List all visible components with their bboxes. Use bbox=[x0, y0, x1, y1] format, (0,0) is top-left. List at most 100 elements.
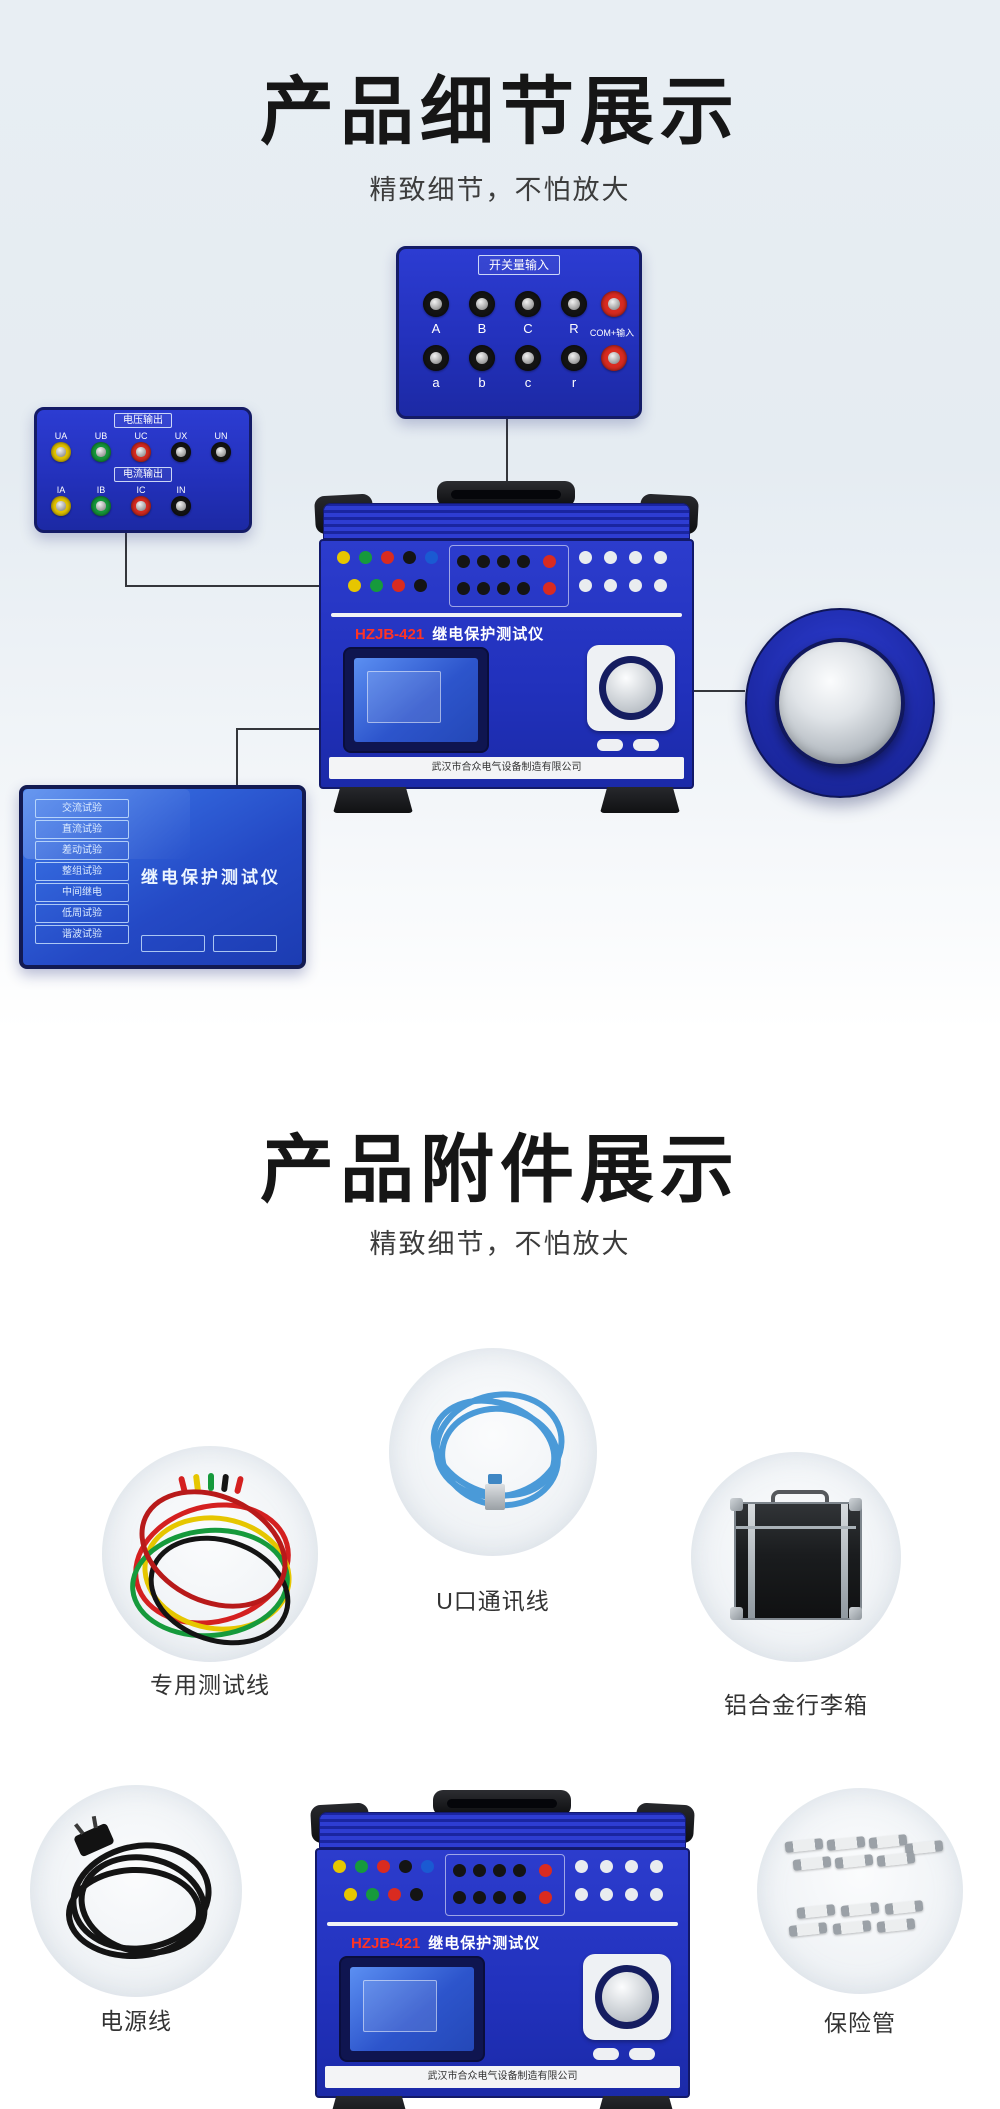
jack-IN bbox=[171, 496, 191, 516]
device-company-strip: 武汉市合众电气设备制造有限公司 bbox=[329, 757, 684, 779]
aux-jacks-row1 bbox=[579, 551, 592, 564]
device-knob-panel bbox=[583, 1954, 671, 2040]
device-lid bbox=[319, 1812, 686, 1848]
output-detail-panel: 电压输出 UA UB UC UX UN 电流输出 IA IB IC IN bbox=[34, 407, 252, 533]
jack-IA bbox=[51, 496, 71, 516]
terminal-label-UX: UX bbox=[174, 431, 188, 441]
connector-line-lcd-horizontal bbox=[236, 728, 346, 730]
terminal-label-UB: UB bbox=[94, 431, 108, 441]
panel-divider bbox=[331, 613, 682, 617]
fuse bbox=[876, 1852, 916, 1867]
accessory-aluminum-case bbox=[691, 1452, 901, 1662]
fuse bbox=[792, 1856, 832, 1871]
jack-R bbox=[561, 291, 587, 317]
jack-label-R: R bbox=[569, 321, 579, 336]
accessory-fuses bbox=[757, 1788, 963, 1994]
accessory-usb-cable bbox=[389, 1348, 597, 1556]
device-handle bbox=[437, 481, 575, 507]
tester-device-bottom: HZJB-421 继电保护测试仪 武汉市合众电气设备制造有限公司 bbox=[310, 1790, 695, 2109]
device-model: HZJB-421 bbox=[355, 626, 425, 643]
device-front-panel: HZJB-421 继电保护测试仪 武汉市合众电气设备制造有限公司 bbox=[315, 1848, 690, 2098]
fuse bbox=[784, 1838, 824, 1853]
usb-plug bbox=[485, 1474, 505, 1510]
jack-UX bbox=[171, 442, 191, 462]
terminal-label-UN: UN bbox=[214, 431, 228, 441]
terminal-label-UA: UA bbox=[54, 431, 68, 441]
device-company-strip: 武汉市合众电气设备制造有限公司 bbox=[325, 2066, 680, 2088]
jack-UA bbox=[51, 442, 71, 462]
lcd-footer-box bbox=[141, 935, 205, 952]
fuse bbox=[796, 1904, 836, 1919]
jack-com-bottom bbox=[601, 345, 627, 371]
accessory-label-usb-cable: U口通讯线 bbox=[436, 1588, 550, 1614]
jack-label-r: r bbox=[571, 375, 577, 390]
device-foot-right bbox=[600, 787, 680, 813]
jack-label-b: b bbox=[478, 375, 486, 390]
panel-divider bbox=[327, 1922, 678, 1926]
device-foot-right bbox=[596, 2096, 676, 2109]
jack-IC bbox=[131, 496, 151, 516]
com-input-label: COM+输入 bbox=[589, 328, 635, 338]
device-lcd bbox=[339, 1956, 485, 2062]
terminal-label-IN: IN bbox=[176, 485, 186, 495]
lcd-menu-item: 谐波试验 bbox=[35, 925, 129, 944]
jack-label-c: c bbox=[524, 375, 532, 390]
jack-a bbox=[423, 345, 449, 371]
lcd-title: 继电保护测试仪 bbox=[141, 868, 281, 887]
case-body bbox=[734, 1502, 862, 1620]
jack-A bbox=[423, 291, 449, 317]
jack-UB bbox=[91, 442, 111, 462]
switch-input-jack-group bbox=[449, 545, 569, 607]
accessory-label-test-leads: 专用测试线 bbox=[150, 1672, 270, 1698]
jack-label-A: A bbox=[431, 321, 441, 336]
device-model: HZJB-421 bbox=[351, 1935, 421, 1952]
device-button-left bbox=[597, 739, 623, 751]
voltage-output-label: 电压输出 bbox=[114, 413, 172, 428]
device-knob bbox=[595, 1965, 659, 2029]
connector-line-left-vertical bbox=[125, 531, 127, 587]
device-handle bbox=[433, 1790, 571, 1816]
fuse bbox=[832, 1920, 872, 1935]
aux-jacks-row2 bbox=[575, 1888, 588, 1901]
jack-label-a: a bbox=[432, 375, 440, 390]
accessory-label-power-cord: 电源线 bbox=[100, 2008, 172, 2034]
aux-jacks-row1 bbox=[575, 1860, 588, 1873]
device-company: 武汉市合众电气设备制造有限公司 bbox=[431, 762, 582, 773]
accessories-section-title: 产品附件展示 bbox=[260, 1128, 740, 1211]
lcd-menu-item: 差动试验 bbox=[35, 841, 129, 860]
jack-label-B: B bbox=[477, 321, 487, 336]
current-output-label: 电流输出 bbox=[114, 467, 172, 482]
device-foot-left bbox=[333, 787, 413, 813]
output-jacks-row1 bbox=[333, 1860, 346, 1873]
device-button-left bbox=[593, 2048, 619, 2060]
terminal-label-IA: IA bbox=[56, 485, 66, 495]
device-lcd bbox=[343, 647, 489, 753]
terminal-label-UC: UC bbox=[134, 431, 148, 441]
lcd-menu-item: 整组试验 bbox=[35, 862, 129, 881]
connector-line-lcd-vertical bbox=[236, 728, 238, 785]
case-lid-seam bbox=[736, 1526, 856, 1529]
fuse bbox=[868, 1834, 908, 1849]
terminal-label-IB: IB bbox=[96, 485, 106, 495]
lcd-footer-box bbox=[213, 935, 277, 952]
jack-UC bbox=[131, 442, 151, 462]
jack-com-top bbox=[601, 291, 627, 317]
case-corner-cap bbox=[849, 1498, 862, 1511]
switch-jacks-row2 bbox=[453, 1891, 466, 1904]
switch-input-panel-label: 开关量输入 bbox=[477, 255, 561, 275]
device-knob-panel bbox=[587, 645, 675, 731]
jack-IB bbox=[91, 496, 111, 516]
accessories-section-subtitle: 精致细节，不怕放大 bbox=[369, 1229, 631, 1259]
output-jacks-row2 bbox=[344, 1888, 357, 1901]
plug-tip bbox=[208, 1473, 214, 1491]
plug-tip bbox=[233, 1475, 245, 1495]
fuse bbox=[834, 1854, 874, 1869]
output-jacks-row1 bbox=[337, 551, 350, 564]
fuse bbox=[884, 1900, 924, 1915]
jack-c bbox=[515, 345, 541, 371]
device-title: 继电保护测试仪 bbox=[428, 1935, 541, 1952]
fuse bbox=[876, 1918, 916, 1933]
